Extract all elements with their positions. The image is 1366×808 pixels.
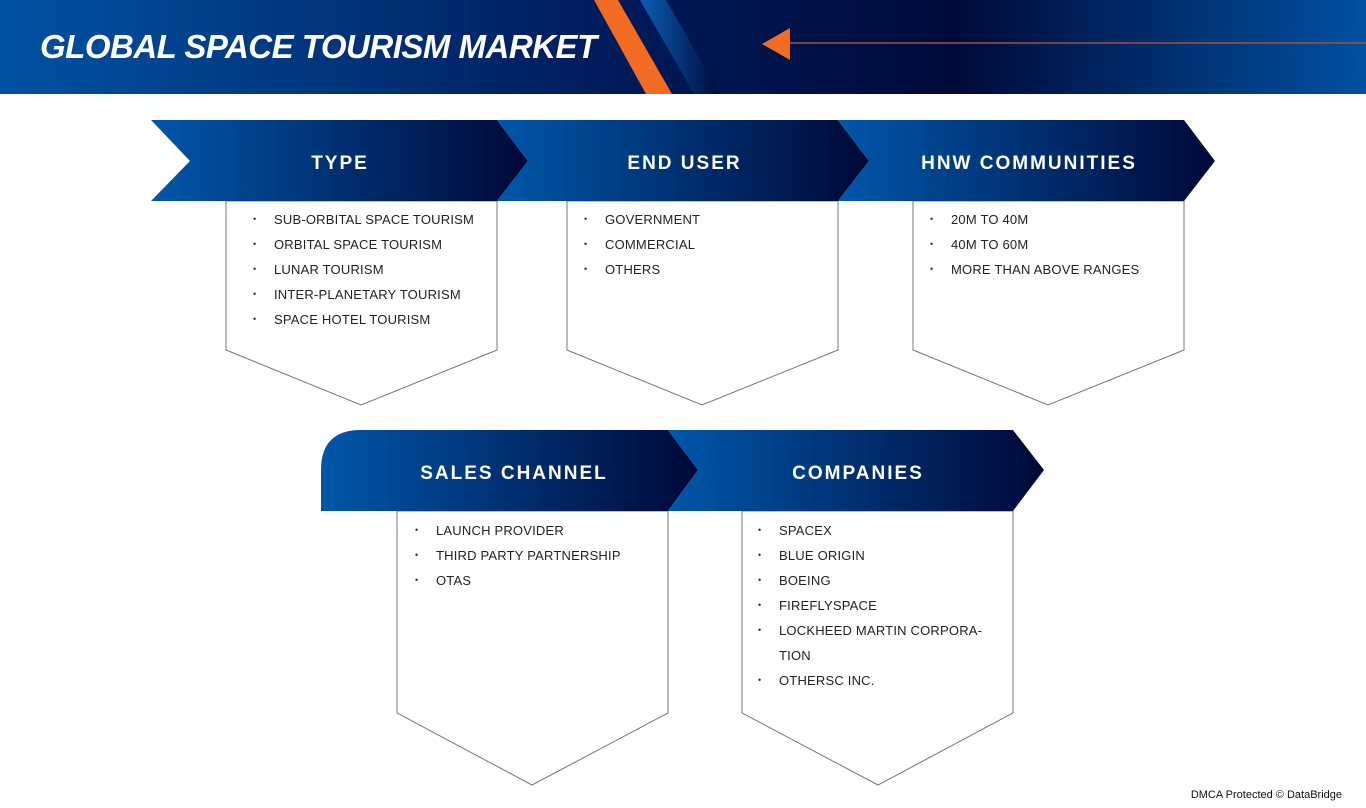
list-item: ORBITAL SPACE TOURISM [253,232,474,257]
list-item: MORE THAN ABOVE RANGES [930,257,1139,282]
companies-list: SPACEX BLUE ORIGIN BOEING FIREFLYSPACE L… [758,518,982,693]
end-user-chevron [497,120,869,201]
sales-channel-chevron [321,430,698,511]
list-item: SPACE HOTEL TOURISM [253,307,474,332]
list-item: THIRD PARTY PARTNERSHIP [415,543,621,568]
type-chevron [151,120,528,201]
end-user-header: END USER [627,153,742,174]
list-item: INTER-PLANETARY TOURISM [253,282,474,307]
hnw-communities-header: HNW COMMUNITIES [921,153,1137,174]
arrow-left-icon [762,28,790,60]
list-item: LUNAR TOURISM [253,257,474,282]
list-item: COMMERCIAL [584,232,700,257]
list-item: GOVERNMENT [584,207,700,232]
orange-stripe [594,0,672,94]
header-banner [0,0,1366,94]
end-user-list: GOVERNMENT COMMERCIAL OTHERS [584,207,700,282]
list-item: OTHERSC INC. [758,668,982,693]
companies-header: COMPANIES [792,463,924,484]
hnw-communities-list: 20M TO 40M 40M TO 60M MORE THAN ABOVE RA… [930,207,1139,282]
list-item: BLUE ORIGIN [758,543,982,568]
list-item: 40M TO 60M [930,232,1139,257]
list-item-continuation: TION [779,648,811,663]
list-item: FIREFLYSPACE [758,593,982,618]
list-item: OTHERS [584,257,700,282]
type-list: SUB-ORBITAL SPACE TOURISM ORBITAL SPACE … [253,207,474,332]
page-title: GLOBAL SPACE TOURISM MARKET [40,28,597,65]
list-item: SUB-ORBITAL SPACE TOURISM [253,207,474,232]
dmca-footer: DMCA Protected © DataBridge [1190,789,1342,801]
list-item: OTAS [415,568,621,593]
list-item: LOCKHEED MARTIN CORPORA- [758,618,982,643]
sales-channel-header: SALES CHANNEL [420,463,608,484]
hnw-chevron [838,120,1215,201]
list-item: SPACEX [758,518,982,543]
sales-channel-list: LAUNCH PROVIDER THIRD PARTY PARTNERSHIP … [415,518,621,593]
blue-stripe [640,0,720,94]
list-item: BOEING [758,568,982,593]
type-header: TYPE [311,153,369,174]
list-item: LAUNCH PROVIDER [415,518,621,543]
companies-chevron [668,430,1044,511]
list-item: 20M TO 40M [930,207,1139,232]
